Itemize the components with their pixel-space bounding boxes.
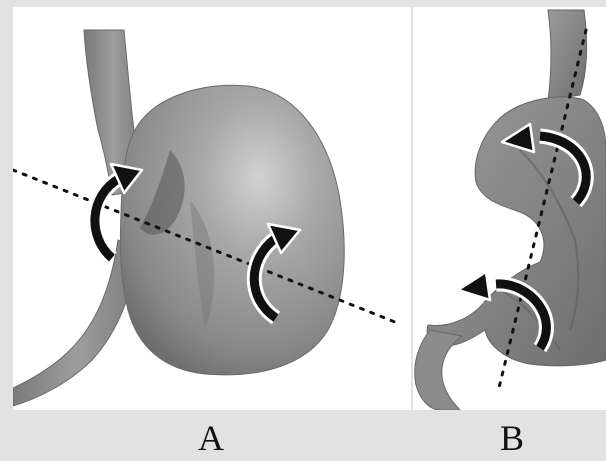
lower-tube-b [415,330,462,410]
panel-b-label: B [500,418,524,458]
panel-b-image [413,7,606,410]
panel-a-image [13,7,411,410]
panel-a-label: A [198,418,224,458]
